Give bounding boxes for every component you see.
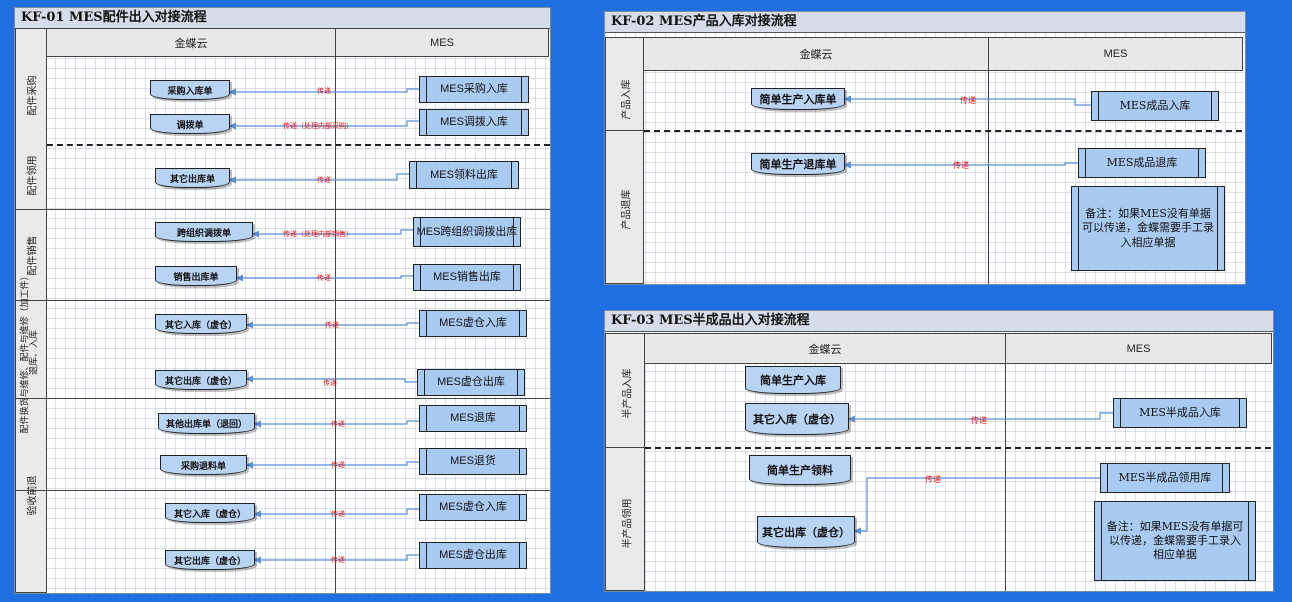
kf03-proc: MES半成品入库: [1113, 398, 1247, 428]
kf03-doc: 简单生产领料: [749, 455, 851, 485]
kf01-edge-label: 传递（处理内部采购）: [283, 123, 353, 130]
kf02-note: 备注：如果MES没有单据可以传递，金蝶需要手工录入相应单据: [1071, 186, 1225, 271]
kf01-title: KF-01 MES配件出入对接流程: [15, 8, 550, 29]
kf01-doc: 其它出库（虚仓）: [165, 550, 255, 570]
kf01-dash-sep: [47, 144, 550, 146]
kf01-proc: MES调拨入库: [419, 109, 529, 136]
kf03-col-left: 金蝶云: [644, 333, 1006, 364]
kf01-col-right: MES: [335, 28, 549, 57]
kf03-proc: MES半成品领用库: [1100, 463, 1230, 493]
kf02-proc: MES成品退库: [1078, 148, 1206, 178]
kf03-edge-label: 传递: [971, 416, 987, 425]
kf02-dash-sep: [644, 130, 1242, 132]
kf02-proc: MES成品入库: [1091, 91, 1219, 121]
kf02-col-left: 金蝶云: [643, 37, 989, 71]
kf02-doc: 简单生产入库单: [751, 88, 845, 110]
kf01-edge-label: 传递: [317, 275, 331, 282]
kf03-col-divider: [1005, 333, 1006, 591]
kf01-proc: MES虚仓出库: [419, 542, 527, 569]
kf01-lane-sep: [15, 209, 550, 210]
kf03-edge-label: 传递: [925, 475, 941, 484]
kf01-proc: MES销售出库: [413, 264, 521, 291]
kf01-edge-label: 传递: [331, 557, 345, 564]
kf03-note: 备注：如果MES没有单据可以传递，金蝶需要手工录入相应单据: [1094, 501, 1256, 581]
kf02-lane-bar: [605, 37, 644, 284]
kf01-doc: 采购退料单: [160, 455, 247, 475]
kf01-doc: 销售出库单: [155, 266, 237, 286]
kf01-edge-label: 传递（处理内部销售）: [283, 231, 353, 238]
kf01-edge-label: 传递: [331, 421, 345, 428]
kf01-doc: 采购入库单: [150, 80, 230, 100]
kf02-title: KF-02 MES产品入库对接流程: [605, 12, 1245, 33]
kf01-lane-bar: [15, 28, 47, 593]
kf01-doc: 跨组织调拨单: [155, 222, 253, 242]
kf01-proc: MES退货: [419, 448, 527, 475]
kf02-lane-sep: [605, 130, 644, 131]
kf01-lane-sep: [15, 300, 550, 301]
kf01-doc: 其他出库单（退回）: [158, 413, 255, 434]
kf01-doc: 其它入库（虚仓）: [155, 314, 247, 334]
kf01-edge-label: 传递: [325, 322, 339, 329]
kf01-lane-label: 配件换货与维修、配件与维修（加工件）退库、入库: [19, 271, 39, 434]
kf01-edge-label: 传递: [331, 462, 345, 469]
kf01-doc: 调拨单: [150, 114, 230, 134]
kf01-edge-label: 传递: [317, 88, 331, 95]
kf03-lane-label: 半产品入库: [622, 368, 634, 419]
kf01-col-left: 金蝶云: [46, 28, 336, 57]
kf01-proc: MES虚仓入库: [419, 494, 527, 521]
kf03-doc: 其它入库（虚仓）: [745, 403, 849, 435]
kf01-proc: MES领料出库: [409, 161, 519, 189]
kf01-edge-label: 传递: [317, 177, 331, 184]
kf01-lane-label: 配件采购: [27, 75, 39, 116]
kf01-proc: MES采购入库: [419, 76, 529, 103]
kf01-doc: 其它入库（虚仓）: [165, 503, 255, 523]
kf02-lane-label: 产品入库: [621, 79, 633, 120]
kf01-panel: KF-01 MES配件出入对接流程 金蝶云 MES 配件采购 配件领用 配件销售…: [14, 7, 551, 594]
kf01-col-divider: [335, 28, 336, 593]
kf01-proc: MES退库: [419, 405, 527, 432]
kf02-doc: 简单生产退库单: [751, 153, 845, 175]
kf03-dash-sep: [645, 447, 1271, 449]
kf03-lane-sep: [605, 447, 645, 448]
kf02-col-right: MES: [988, 37, 1243, 71]
kf01-edge-label: 传递: [323, 380, 337, 387]
kf01-lane-label: 验收前退: [27, 475, 39, 516]
kf01-proc: MES虚仓入库: [419, 310, 527, 337]
kf01-lane-label: 配件领用: [27, 155, 39, 196]
kf02-panel: KF-02 MES产品入库对接流程 金蝶云 MES 产品入库 产品退库 简单生产…: [604, 11, 1246, 285]
kf02-edge-label: 传递: [960, 96, 976, 105]
kf03-lane-label: 半产品领用: [622, 498, 634, 549]
kf01-doc: 其它出库单: [155, 168, 230, 188]
kf03-doc: 简单生产入库: [745, 366, 841, 394]
kf01-doc: 其它出库（虚仓）: [155, 370, 247, 390]
kf02-lane-label: 产品退库: [621, 189, 633, 230]
kf01-lane-sep: [15, 490, 550, 491]
kf03-doc: 其它出库（虚仓）: [757, 516, 855, 548]
kf03-panel: KF-03 MES半成品出入对接流程 金蝶云 MES 半产品入库 半产品领用 简…: [604, 310, 1274, 592]
kf01-proc: MES跨组织调拨出库: [413, 217, 521, 247]
kf02-edge-label: 传递: [953, 161, 969, 170]
kf01-lane-sep: [15, 398, 550, 399]
kf03-lane-bar: [605, 333, 645, 591]
kf03-title: KF-03 MES半成品出入对接流程: [605, 311, 1273, 332]
kf02-col-divider: [988, 37, 989, 284]
kf01-edge-label: 传递: [331, 511, 345, 518]
kf01-proc: MES虚仓出库: [417, 369, 525, 396]
kf03-col-right: MES: [1005, 333, 1272, 364]
